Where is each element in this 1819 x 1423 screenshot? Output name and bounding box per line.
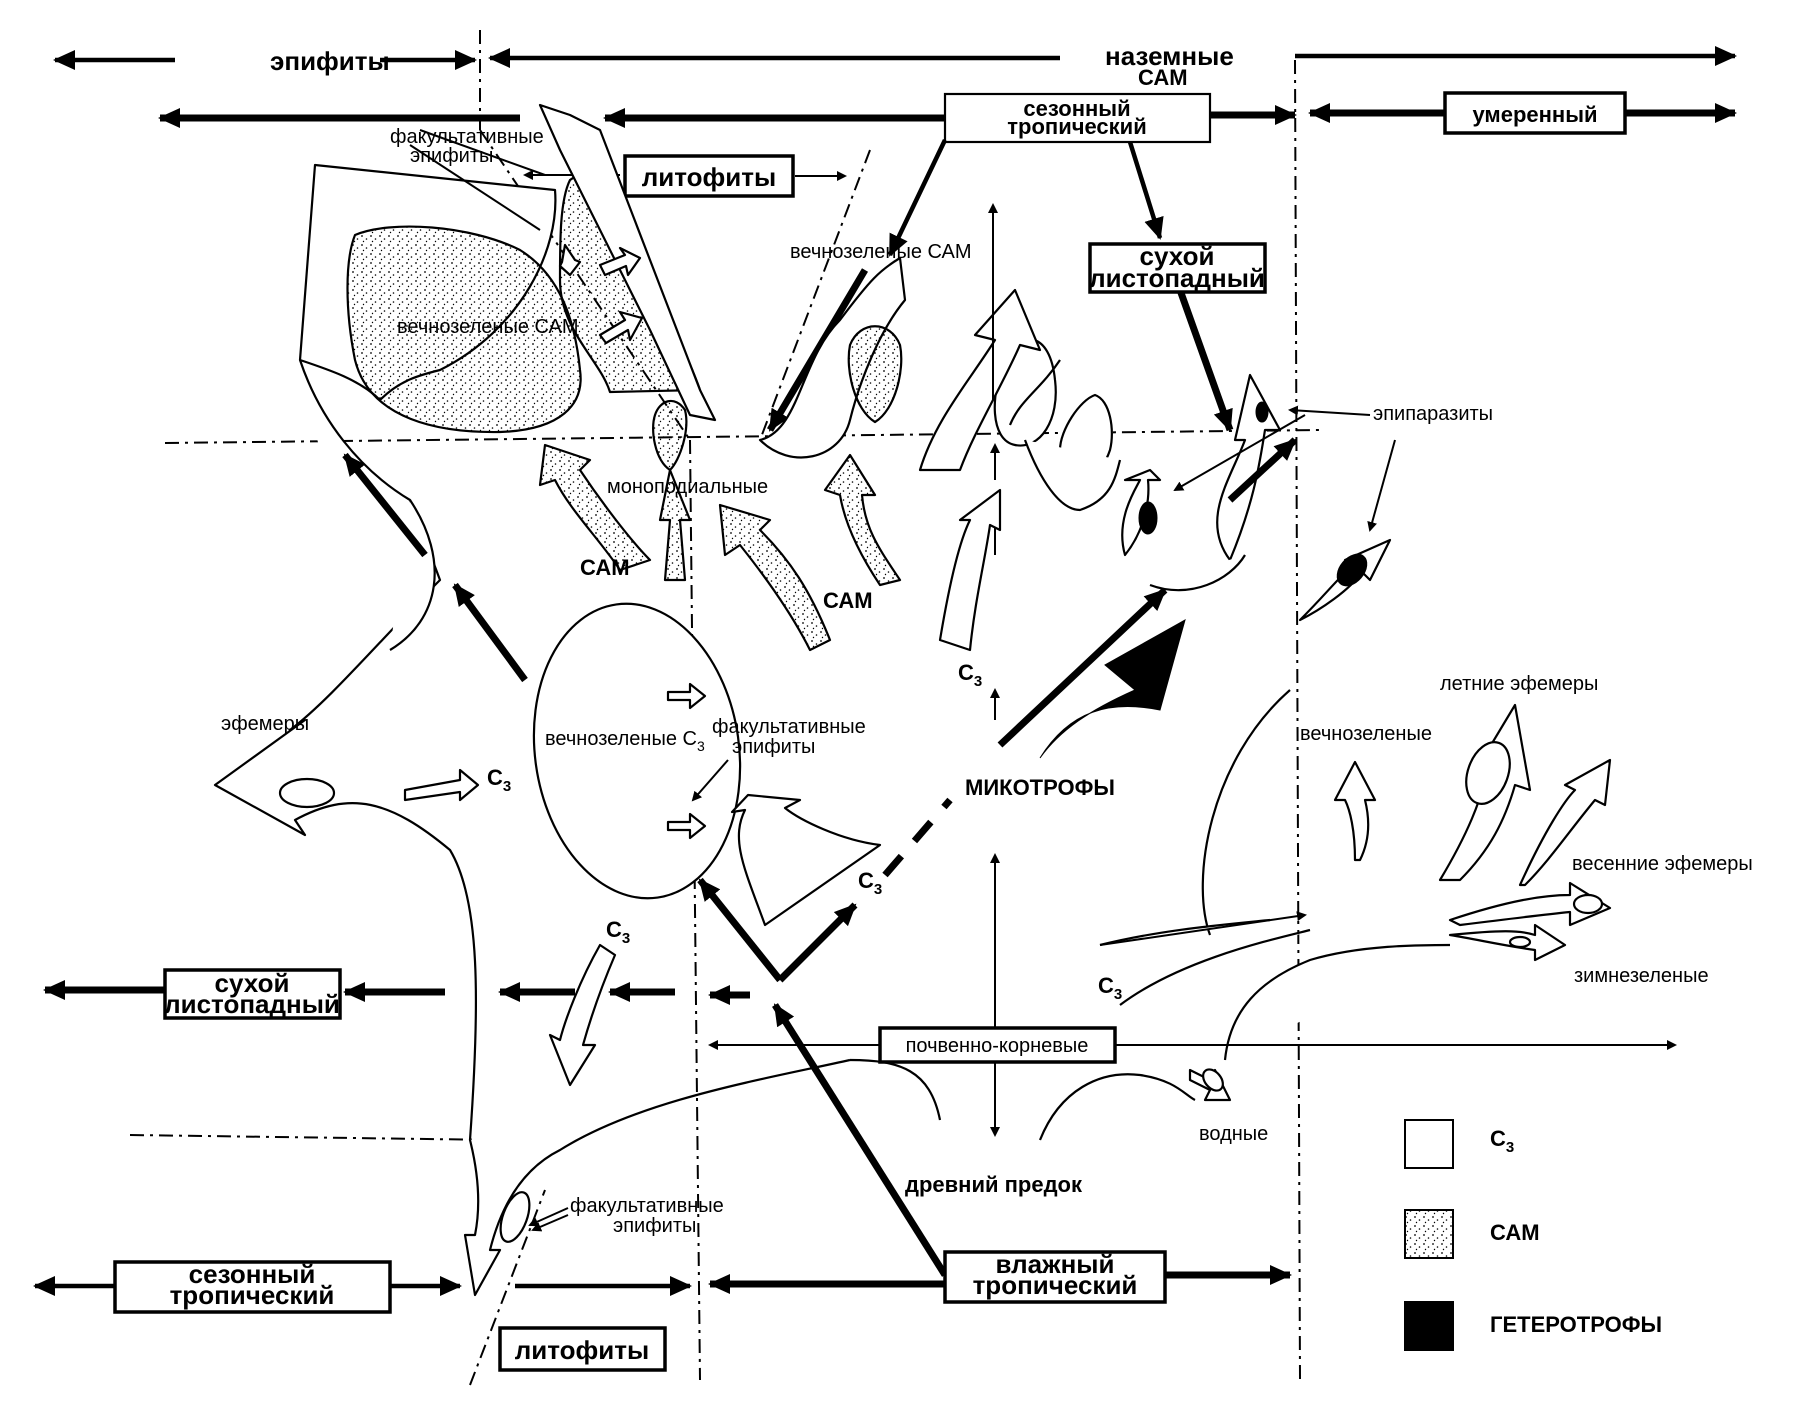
c3-label-right: С3 xyxy=(1098,973,1122,1003)
cam-subheader: САМ xyxy=(1138,65,1188,90)
epiphytes-header: эпифиты xyxy=(270,46,390,76)
c3-label-center: С3 xyxy=(958,660,982,690)
facultative-mid-pointer xyxy=(691,759,729,802)
legend-label-c3: С3 xyxy=(1490,1126,1514,1156)
c3-label-left: С3 xyxy=(487,765,511,795)
monopodial-label: моноподиальные xyxy=(607,476,768,498)
c3-center-curves xyxy=(938,359,1246,652)
svg-text:листопадный: листопадный xyxy=(1089,263,1265,293)
terrestrial-header: наземные xyxy=(1105,41,1234,71)
svg-text:тропический: тропический xyxy=(170,1280,335,1310)
epiparasite-pointers xyxy=(997,405,1396,748)
temperate-box: умеренный xyxy=(1443,91,1627,135)
cam-epiphyte-cluster xyxy=(298,103,717,472)
c3-curve-near-mycotroph xyxy=(730,793,882,927)
c3-down-arrows-left xyxy=(548,943,617,1087)
facultative-epiphytes-bottom-line1: факультативные xyxy=(570,1195,724,1217)
summer-ephemerals-label: летние эфемеры xyxy=(1440,673,1598,695)
svg-text:листопадный: листопадный xyxy=(164,989,340,1019)
epiparasites-label: эпипаразиты xyxy=(1373,403,1493,425)
seasonal-tropical-bottom-box: сезонный тропический xyxy=(113,1259,392,1314)
svg-text:литофиты: литофиты xyxy=(515,1335,649,1365)
facultative-epiphytes-mid-line2: эпифиты xyxy=(732,736,815,758)
svg-text:тропический: тропический xyxy=(973,1270,1138,1300)
legend-label-cam: САМ xyxy=(1490,1220,1540,1245)
mycotroph-black-arrow xyxy=(1039,618,1186,759)
svg-text:сухой: сухой xyxy=(215,968,290,998)
right-ephemerals-shapes xyxy=(1201,689,1612,962)
spring-ephemerals-label: весенние эфемеры xyxy=(1572,853,1753,875)
c3-label-lower-left: С3 xyxy=(606,917,630,947)
ancestor-thick-line xyxy=(772,1003,948,1277)
cam-label-a: САМ xyxy=(580,555,630,580)
evergreen-cam-mid: вечнозеленые САМ xyxy=(790,241,972,263)
svg-text:умеренный: умеренный xyxy=(1472,102,1597,127)
svg-text:тропический: тропический xyxy=(1007,114,1146,139)
legend-swatch-heterotrophs xyxy=(1404,1301,1454,1351)
evergreen-cam-left: вечнозеленые САМ xyxy=(397,316,579,338)
facultative-bottom-pointers xyxy=(528,1207,569,1232)
bottom-row-arrows xyxy=(33,1265,1292,1296)
dry-deciduous-left-arrows xyxy=(43,980,750,1005)
evergreen-right-label: вечнозеленые xyxy=(1300,723,1432,745)
svg-text:литофиты: литофиты xyxy=(642,162,776,192)
lithophytes-top-box: литофиты xyxy=(623,154,795,198)
legend-swatch-cam xyxy=(1404,1209,1454,1259)
winter-green-label: зимнезеленые xyxy=(1574,965,1709,987)
dry-deciduous-left-box: сухой листопадный xyxy=(163,968,342,1020)
lower-right-curves xyxy=(849,911,1451,1141)
c3-label-mycotroph: С3 xyxy=(858,868,882,898)
bottom-left-outlines xyxy=(463,1058,851,1297)
seasonal-tropical-top-box: сезонный тропический xyxy=(943,92,1212,144)
facultative-epiphytes-mid-line1: факультативные xyxy=(712,716,866,738)
wet-tropical-box: влажный тропический xyxy=(943,1249,1167,1304)
facultative-epiphytes-top-line1: факультативные xyxy=(390,126,544,148)
evergreen-c3-label: вечнозеленые С3 xyxy=(545,728,705,754)
ephemerals-outline xyxy=(213,359,480,1141)
soil-root-box: почвенно-корневые xyxy=(878,1026,1117,1064)
facultative-epiphytes-top-line2: эпифиты xyxy=(410,145,493,167)
evergreen-c3-ellipse xyxy=(532,602,742,900)
monopodial-cam-arrows xyxy=(538,443,902,652)
svg-text:почвенно-корневые: почвенно-корневые xyxy=(906,1035,1089,1057)
ephemerals-label: эфемеры xyxy=(221,713,309,735)
svg-text:влажный: влажный xyxy=(996,1249,1115,1279)
mycotroph-arrows xyxy=(697,797,953,983)
svg-text:сухой: сухой xyxy=(1140,241,1215,271)
svg-text:сезонный: сезонный xyxy=(189,1259,316,1289)
legend-label-heterotrophs: ГЕТЕРОТРОФЫ xyxy=(1490,1312,1662,1337)
cam-shapes-middle xyxy=(758,256,1057,472)
cam-label-b: САМ xyxy=(823,588,873,613)
lithophytes-bottom-box: литофиты xyxy=(498,1326,667,1372)
legend-swatch-c3 xyxy=(1404,1119,1454,1169)
svg-text:сезонный: сезонный xyxy=(1023,96,1130,121)
legend: С3 САМ ГЕТЕРОТРОФЫ xyxy=(1404,1119,1662,1351)
header-arrows xyxy=(53,46,1737,70)
aquatic-label: водные xyxy=(1199,1123,1268,1145)
ancient-ancestor-label: древний предок xyxy=(905,1172,1083,1197)
mycotrophs-label: МИКОТРОФЫ xyxy=(965,775,1115,800)
dry-deciduous-right-box: сухой листопадный xyxy=(1088,241,1267,294)
facultative-epiphytes-bottom-line2: эпифиты xyxy=(613,1215,696,1237)
